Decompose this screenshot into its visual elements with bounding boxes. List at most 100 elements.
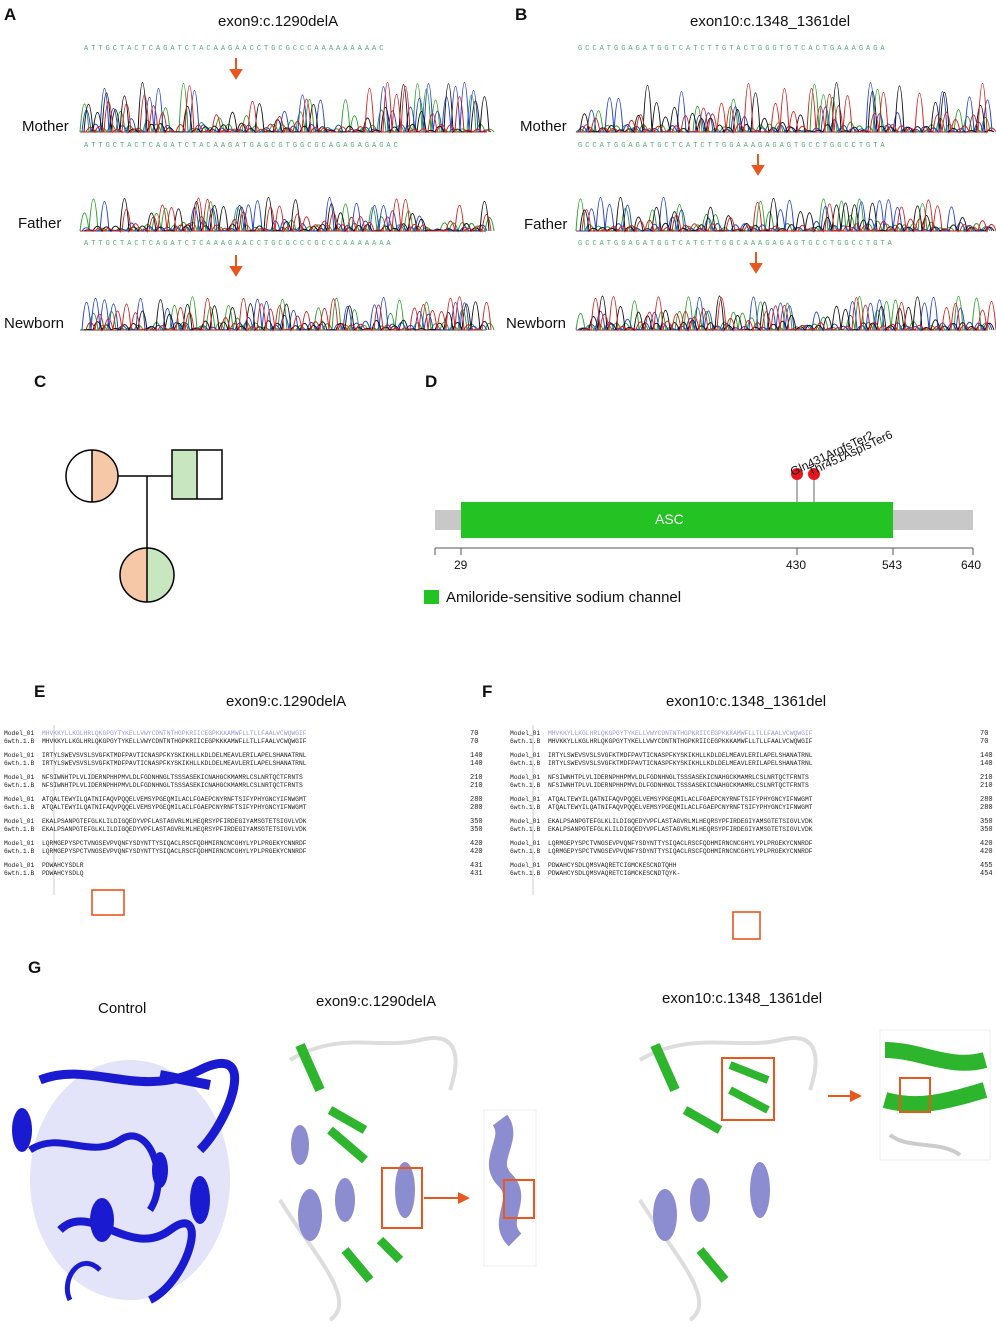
panel-b-label-father: Father — [524, 216, 568, 233]
alignment-row-name: Model_01 — [4, 730, 35, 737]
panel-b-seq-newborn: GCCATGGAGATGGTCATCTTGGCAAAGAGAGTGCCTGGCC… — [578, 240, 895, 248]
panel-e-title: exon9:c.1290delA — [226, 693, 347, 710]
panel-b-title: exon10:c.1348_1361del — [690, 13, 851, 30]
alignment-row-position: 420 — [980, 840, 993, 848]
alignment-row-sequence: LQRMGEPYSPCTVNGSEVPVQNFYSDYNTTYSIQACLRSC… — [548, 840, 813, 847]
alignment-row-position: 420 — [470, 848, 483, 856]
chromatogram-traces — [79, 81, 996, 332]
alignment-row-sequence: MHVKKYLLKGLHRLQKGPGYTYKELLVWYCDNTNTHGPKR… — [548, 738, 813, 745]
alignment-row-sequence: MHVKKYLLKGLHRLQKGPGYTYKELLVWYCDNTNTHGPKR… — [42, 738, 307, 745]
alignment-row-position: 210 — [470, 782, 483, 790]
father-square-fill — [172, 450, 197, 499]
alignment-row-name: Model_01 — [4, 752, 35, 759]
alignment-row-sequence: IRTYLSWEVSVSLSVGFKTMDFPAVTICNASPFKYSKIKH… — [42, 760, 307, 767]
alignment-row-name: Model_01 — [510, 862, 541, 869]
zoom-box — [381, 1167, 423, 1229]
variant-marker — [808, 468, 820, 480]
alignment-row-name: 6wth.1.B — [510, 870, 541, 877]
alignment-row-sequence: ATQALTEWYILQATNIFAQVPQQELVEMSYPGEQMILACL… — [42, 804, 307, 811]
chromatogram-trace — [577, 196, 993, 233]
alignment-row-name: 6wth.1.B — [4, 870, 35, 877]
alignment-row-sequence: EKALPSANPGTEFGLKLILDIGQEDYVPFLASTAGVRLML… — [548, 818, 813, 825]
mutation-arrow — [751, 154, 765, 176]
alignment-row-position: 420 — [980, 848, 993, 856]
panel-a-seq-mother: ATTGCTACTCAGATCTACAAGAACCTGCGCCCAAAAAAAA… — [84, 45, 387, 53]
alignment-row-position: 420 — [470, 840, 483, 848]
alignment-row-position: 280 — [980, 796, 993, 804]
alignment-row-name: 6wth.1.B — [510, 760, 541, 767]
alignment-row-name: 6wth.1.B — [4, 848, 35, 855]
panel-b-seq-mother: GCCATGGAGATGGTCATCTTGTACTGGGTGTCACTGAAAG… — [578, 45, 888, 53]
alignment-row-sequence: NFSIWNHTPLVLIDERNPHHPMVLDLFGDNHNGLTSSSAS… — [42, 782, 303, 789]
panel-label-d: D — [425, 372, 438, 391]
panel-label-e: E — [34, 682, 46, 701]
alignment-row-position: 350 — [470, 818, 483, 826]
structure-title-mutant-1: exon9:c.1290delA — [316, 993, 437, 1010]
zoom-detail-box — [503, 1179, 535, 1219]
alignment-row-position: 350 — [980, 818, 993, 826]
panel-label-g: G — [28, 958, 42, 977]
alignment-row-name: Model_01 — [4, 774, 35, 781]
alignment-row-name: 6wth.1.B — [510, 804, 541, 811]
alignment-row-sequence: LQRMGEPYSPCTVNGSEVPVQNFYSDYNTTYSIQACLRSC… — [42, 848, 307, 855]
alignment-row-sequence: NFSIWNHTPLVLIDERNPHHPMVLDLFGDNHNGLTSSSAS… — [548, 782, 809, 789]
structure-mutant-2 — [638, 1029, 991, 1322]
alignment-row-name: 6wth.1.B — [4, 738, 35, 745]
legend-swatch — [424, 590, 439, 604]
panel-a-label-newborn: Newborn — [4, 315, 65, 332]
alignment-row-sequence: IRTYLSWEVSVSLSVGFKTMDFPAVTICNASPFKYSKIKH… — [548, 752, 813, 759]
alignment-row-position: 70 — [980, 730, 989, 738]
variant-marker — [791, 468, 803, 480]
alignment-row-position: 140 — [980, 752, 993, 760]
asc-domain-label: ASC — [655, 511, 684, 527]
alignment-row-name: Model_01 — [4, 796, 35, 803]
mother-circle-fill — [92, 450, 118, 502]
alignment-row-name: 6wth.1.B — [4, 804, 35, 811]
alignment-row-position: 210 — [980, 782, 993, 790]
chromatogram-trace — [83, 299, 490, 332]
alignment-row-position: 350 — [470, 826, 483, 834]
alignment-row-position: 455 — [980, 862, 993, 870]
alignment-row-position: 140 — [470, 752, 483, 760]
alignment-row-position: 431 — [470, 870, 483, 878]
alignment-row-position: 70 — [980, 738, 989, 746]
highlight-box-e — [91, 889, 125, 916]
alignment-row-sequence: LQRMGEPYSPCTVNGSEVPVQNFYSDYNTTYSIQACLRSC… — [548, 848, 813, 855]
alignment-row-sequence: ATQALTEWYILQATNIFAQVPQQELVEMSYPGEQMILACL… — [42, 796, 307, 803]
alignment-row-position: 70 — [470, 738, 479, 746]
alignment-row-name: Model_01 — [4, 818, 35, 825]
alignment-row-position: 70 — [470, 730, 479, 738]
alignment-row-sequence: LQRMGEPYSPCTVNGSEVPVQNFYSDYNTTYSIQACLRSC… — [42, 840, 307, 847]
panel-label-c: C — [34, 372, 47, 391]
alignment-row-sequence: EKALPSANPGTEFGLKLILDIGQEDYVPFLASTAGVRLML… — [42, 826, 307, 833]
alignment-row-sequence: PDWAHCYSDLQMSVAQRETCIGMCKESCNDTQYK- — [548, 870, 681, 877]
alignment-row-name: Model_01 — [4, 862, 35, 869]
panel-label-a: A — [4, 5, 17, 24]
alignment-row-name: Model_01 — [510, 730, 541, 737]
alignment-row-position: 210 — [470, 774, 483, 782]
alignment-row-sequence: IRTYLSWEVSVSLSVGFKTMDFPAVTICNASPFKYSKIKH… — [42, 752, 307, 759]
alignment-row-name: 6wth.1.B — [510, 782, 541, 789]
alignment-row-sequence: PDWAHCYSDLR — [42, 862, 84, 869]
alignment-row-name: 6wth.1.B — [510, 848, 541, 855]
chromatogram-trace — [581, 296, 996, 332]
alignment-row-name: 6wth.1.B — [510, 738, 541, 745]
alignment-row-position: 280 — [470, 796, 483, 804]
panel-a-label-mother: Mother — [22, 118, 69, 135]
highlight-box-f — [732, 911, 761, 940]
alignment-row-sequence: NFSIWNHTPLVLIDERNPHHPMVLDLFGDNHNGLTSSSAS… — [548, 774, 809, 781]
alignment-row-sequence: ATQALTEWYILQATNIFAQVPQQELVEMSYPGEQMILACL… — [548, 804, 813, 811]
alignment-row-sequence: PDWAHCYSDLQMSVAQRETCIGMCKESCNDTQHH — [548, 862, 677, 869]
alignment-row-position: 210 — [980, 774, 993, 782]
panel-b-label-newborn: Newborn — [506, 315, 567, 332]
panel-a-seq-father: ATTGCTACTCAGATCTACAAGATGAGCGTGGCGCAGAGAG… — [84, 142, 401, 150]
chromatogram-trace — [81, 82, 488, 134]
chromatogram-trace — [85, 296, 492, 332]
alignment-row-name: Model_01 — [510, 774, 541, 781]
mutation-arrow — [229, 255, 243, 277]
alignment-row-sequence: MHVKKYLLKGLHRLQKGPGYTYKELLVWYCDNTNTHGPKR… — [548, 730, 813, 737]
tick-label: 430 — [786, 558, 807, 572]
pedigree — [65, 449, 223, 603]
alignment-row-name: Model_01 — [510, 796, 541, 803]
alignment-row-name: Model_01 — [510, 840, 541, 847]
